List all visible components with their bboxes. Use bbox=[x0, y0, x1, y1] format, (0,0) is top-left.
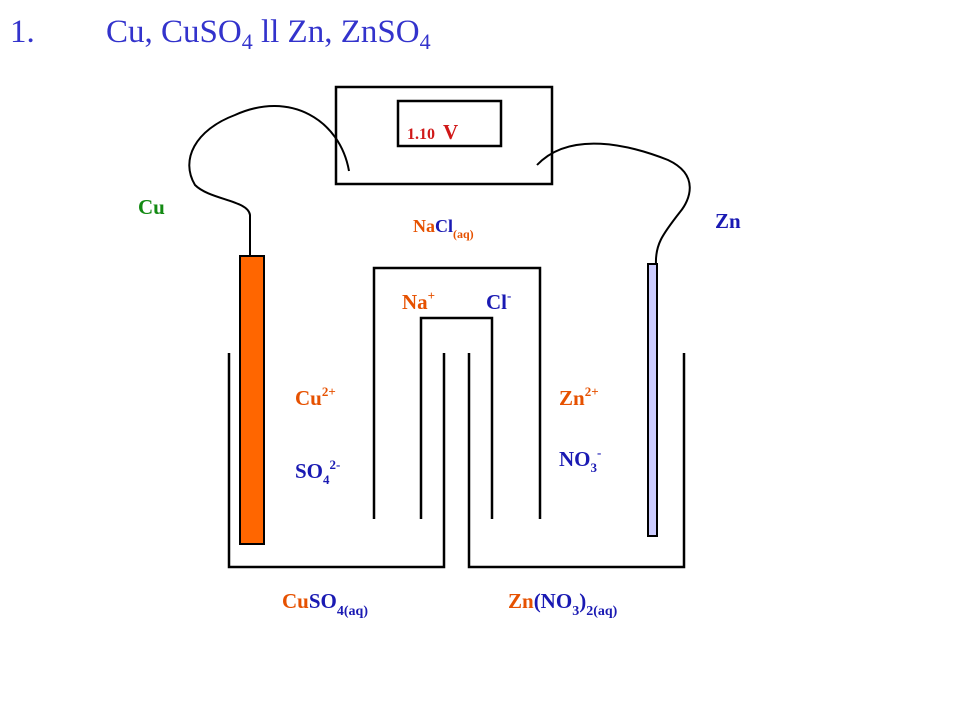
title-cell-notation: Cu, CuSO4 ll Zn, ZnSO4 bbox=[106, 14, 431, 54]
wire-zinc bbox=[536, 142, 691, 266]
voltmeter-display bbox=[396, 99, 503, 148]
copper-solution-label: CuSO4(aq) bbox=[282, 589, 368, 619]
sulfate-anion-label: SO42- bbox=[295, 457, 340, 487]
salt-bridge-label: NaCl(aq) bbox=[413, 216, 474, 241]
copper-electrode bbox=[239, 255, 265, 545]
voltmeter-housing bbox=[334, 85, 554, 186]
salt-bridge-outer bbox=[372, 266, 542, 519]
wire-copper bbox=[188, 105, 350, 257]
zinc-solution-label: Zn(NO3)2(aq) bbox=[508, 589, 618, 619]
chloride-ion-label: Cl- bbox=[486, 288, 511, 314]
sodium-ion-label: Na+ bbox=[402, 288, 435, 314]
copper-cation-label: Cu2+ bbox=[295, 384, 336, 410]
nitrate-anion-label: NO3- bbox=[559, 445, 601, 475]
zinc-electrode bbox=[647, 263, 658, 537]
salt-bridge-inner bbox=[419, 316, 494, 519]
title-number: 1. bbox=[10, 14, 35, 50]
zinc-cation-label: Zn2+ bbox=[559, 384, 599, 410]
copper-beaker bbox=[227, 353, 446, 569]
zinc-electrode-label: Zn bbox=[715, 209, 741, 233]
copper-electrode-label: Cu bbox=[138, 195, 165, 219]
zinc-beaker bbox=[467, 353, 686, 569]
